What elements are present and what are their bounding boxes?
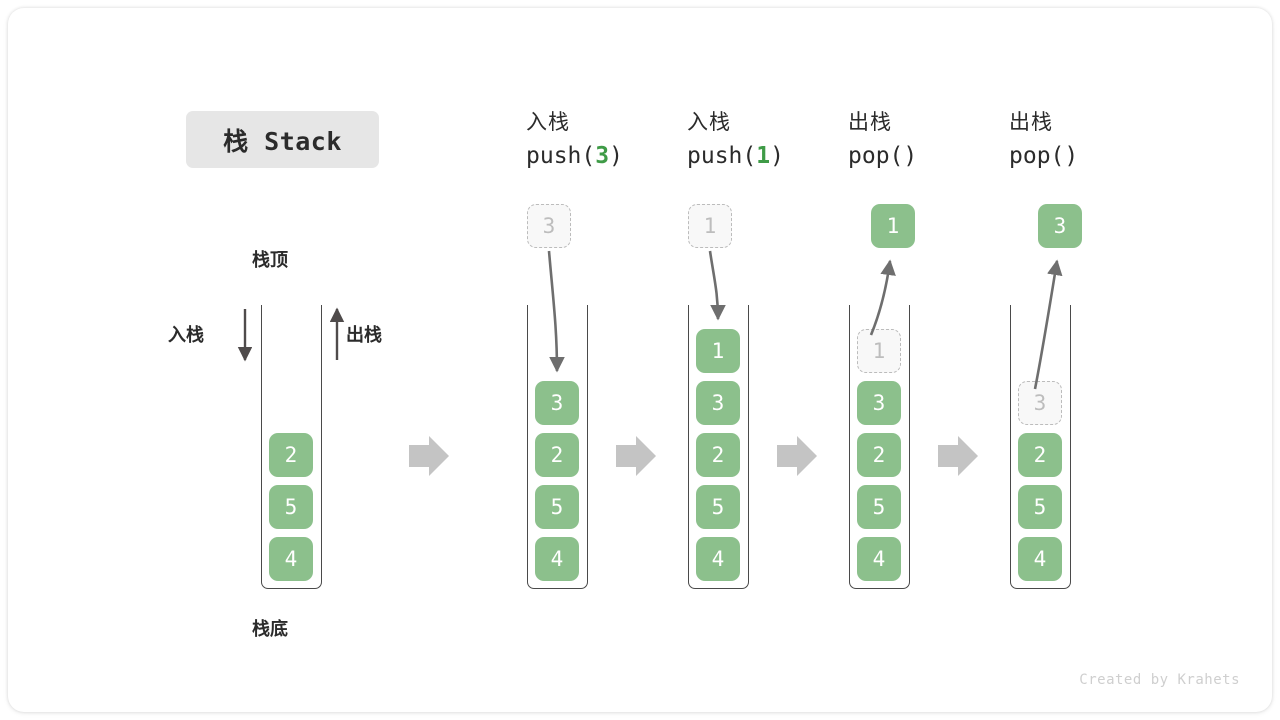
stack-cell: 5 <box>1018 485 1062 529</box>
credit-text: Created by Krahets <box>1079 672 1240 688</box>
code-prefix: pop( <box>848 143 904 169</box>
stack-cell: 5 <box>269 485 313 529</box>
code-suffix: ) <box>770 143 784 169</box>
stack-cell: 2 <box>857 433 901 477</box>
flow-arrow-4 <box>938 436 978 476</box>
pop-direction-label: 出栈 <box>346 325 382 345</box>
stage-header-push-1: 入栈 push(1) <box>687 108 867 174</box>
code-prefix: push( <box>526 143 596 169</box>
stage-header-code: pop() <box>1009 138 1189 174</box>
stack-cell: 2 <box>1018 433 1062 477</box>
stack-cell: 4 <box>269 537 313 581</box>
stack-cell: 3 <box>535 381 579 425</box>
stack-container-push-3 <box>527 305 588 589</box>
stack-container-pop-1 <box>849 305 910 589</box>
stage-header-code: pop() <box>848 138 1028 174</box>
stack-cell: 3 <box>857 381 901 425</box>
diagram-canvas: 栈 Stack 栈顶 栈底 入栈 出栈 2 5 4 入栈 push(3) 3 3… <box>8 8 1272 712</box>
code-suffix: ) <box>903 143 918 169</box>
code-argument: 3 <box>595 143 610 169</box>
code-prefix: pop( <box>1009 143 1065 169</box>
code-argument: 1 <box>756 143 771 169</box>
stage-header-pop-1: 出栈 pop() <box>848 108 1028 174</box>
stack-cell: 1 <box>696 329 740 373</box>
code-suffix: ) <box>609 143 623 169</box>
stage-header-cn: 出栈 <box>1009 111 1053 134</box>
stage-header-cn: 入栈 <box>687 111 731 134</box>
stack-cell: 5 <box>696 485 740 529</box>
stack-cell: 2 <box>696 433 740 477</box>
flow-arrow-2 <box>616 436 656 476</box>
stack-cell: 3 <box>696 381 740 425</box>
popped-value-cell: 3 <box>1038 204 1082 248</box>
diagram-title-badge: 栈 Stack <box>186 111 379 168</box>
flow-arrow-3 <box>777 436 817 476</box>
stack-bottom-label: 栈底 <box>252 619 288 639</box>
stack-cell: 4 <box>535 537 579 581</box>
diagram-card: 栈 Stack 栈顶 栈底 入栈 出栈 2 5 4 入栈 push(3) 3 3… <box>8 8 1272 712</box>
stage-header-push-3: 入栈 push(3) <box>526 108 706 174</box>
stage-header-cn: 入栈 <box>526 111 570 134</box>
stack-cell: 4 <box>857 537 901 581</box>
incoming-ghost-cell: 1 <box>688 204 732 248</box>
flow-arrow-1 <box>409 436 449 476</box>
stack-top-label: 栈顶 <box>252 250 288 270</box>
incoming-ghost-cell: 3 <box>527 204 571 248</box>
stack-cell: 4 <box>1018 537 1062 581</box>
push-direction-label: 入栈 <box>168 325 204 345</box>
removed-ghost-cell: 3 <box>1018 381 1062 425</box>
stage-header-code: push(1) <box>687 138 867 174</box>
stack-cell: 5 <box>535 485 579 529</box>
stage-header-cn: 出栈 <box>848 111 892 134</box>
popped-value-cell: 1 <box>871 204 915 248</box>
stack-cell: 5 <box>857 485 901 529</box>
code-prefix: push( <box>687 143 757 169</box>
stage-header-pop-3: 出栈 pop() <box>1009 108 1189 174</box>
stack-cell: 4 <box>696 537 740 581</box>
code-suffix: ) <box>1064 143 1079 169</box>
stack-cell: 2 <box>269 433 313 477</box>
stack-container-push-1 <box>688 305 749 589</box>
removed-ghost-cell: 1 <box>857 329 901 373</box>
stack-container-pop-3 <box>1010 305 1071 589</box>
stack-cell: 2 <box>535 433 579 477</box>
stack-container-initial <box>261 305 322 589</box>
stage-header-code: push(3) <box>526 138 706 174</box>
